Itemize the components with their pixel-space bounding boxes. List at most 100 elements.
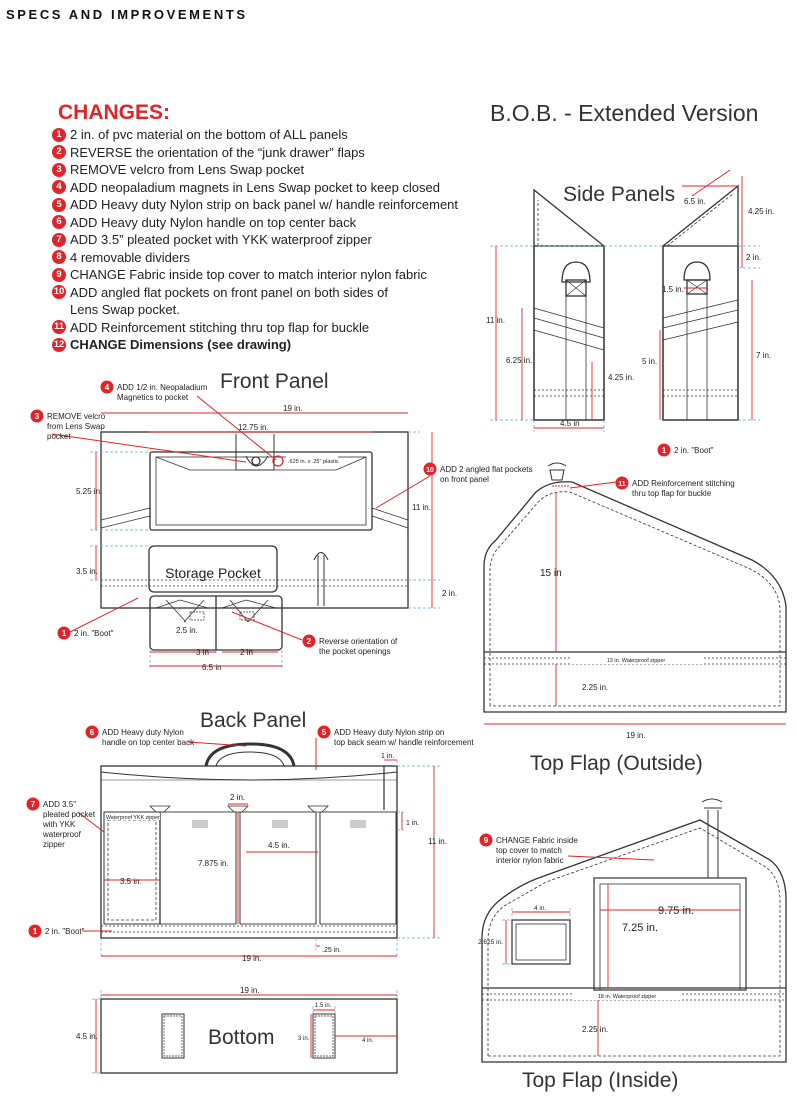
badge-11-text: 11 [618, 481, 626, 488]
callout-1-back: 2 in. "Boot" [45, 927, 85, 936]
badge-11 [615, 476, 629, 490]
bottom-dim-lines [95, 994, 397, 1073]
callout-9-line3: interior nylon fabric [496, 856, 564, 865]
badge-1-front-text: 1 [62, 629, 67, 638]
callout-10-line2: on front panel [440, 475, 489, 484]
storage-pocket-label: Storage Pocket [165, 565, 261, 581]
inside-dim-lines [505, 884, 740, 1056]
change-text: CHANGE Fabric inside top cover to match … [70, 267, 427, 282]
change-item: 4 ADD neopaladium magnets in Lens Swap po… [52, 179, 458, 197]
change-text-line2: Lens Swap pocket. [70, 302, 180, 317]
badge-9 [479, 833, 493, 847]
front-panel-drawing [51, 395, 440, 670]
change-text: 4 removable dividers [70, 249, 190, 265]
dim-flap-15: 15 in [540, 568, 562, 579]
dim-side-1-5: 1.5 in. [662, 285, 684, 294]
dim-inside-2-25: 2.25 in. [582, 1025, 608, 1034]
dim-bottom-4: 4 in. [362, 1038, 374, 1044]
change-text: REMOVE velcro from Lens Swap pocket [70, 162, 305, 177]
back-panel-outline [100, 765, 398, 939]
number-badge: 4 [52, 180, 66, 194]
change-text: ADD Heavy duty Nylon handle on top cente… [70, 214, 357, 230]
badge-1-back-text: 1 [33, 927, 38, 936]
change-text: CHANGE Dimensions (see drawing) [70, 337, 292, 352]
change-item: 12 CHANGE Dimensions (see drawing) [52, 336, 458, 354]
badge-2-text: 2 [307, 637, 312, 646]
badge-4 [100, 380, 114, 394]
top-flap-outside-drawing [483, 462, 787, 725]
change-item: 6 ADD Heavy duty Nylon handle on top cent… [52, 214, 458, 232]
bottom-title: Bottom [208, 1026, 275, 1049]
number-badge: 5 [52, 197, 66, 212]
callout-1-front: 2 in. "Boot" [74, 629, 114, 638]
change-text: ADD neopaladium magnets in Lens Swap poc… [70, 179, 440, 195]
dim-front-12-75: 12.75 in. [238, 423, 269, 432]
dim-side-4-25-top: 4.25 in. [748, 207, 774, 216]
callout-11-line2: thru top flap for buckle [632, 489, 712, 498]
zipper-18-label: 18 in. Waterproof zipper [598, 994, 657, 1000]
dim-side-5: 5 in. [642, 357, 657, 366]
callout-4-line2: Magnetics to pocket [117, 393, 189, 402]
dim-back-1b: 1 in. [406, 820, 419, 827]
dim-side-2: 2 in. [746, 253, 761, 262]
back-panel-title: Back Panel [200, 709, 307, 732]
dim-back-1: 1 in. [381, 753, 394, 760]
number-badge: 6 [52, 215, 66, 229]
dim-inside-2-625: 2.625 in. [478, 939, 503, 946]
dim-bottom-19: 19 in. [240, 986, 260, 995]
inside-dim-guides [502, 908, 571, 965]
change-text-line1: ADD angled flat pockets on front panel o… [70, 284, 388, 300]
callout-badges: 4 3 10 11 1 1 2 6 5 7 1 9 [26, 380, 671, 938]
side-panel-right [662, 184, 739, 421]
badge-2 [302, 634, 316, 648]
main-title: B.O.B. - Extended Version [490, 100, 759, 126]
change-text: 2 in. of pvc material on the bottom of A… [70, 127, 348, 142]
callout-7-line4: waterproof [42, 830, 82, 839]
badge-5 [317, 725, 331, 739]
inner-labels: Storage Pocket 13 in. Waterproof zipper … [106, 459, 665, 1000]
dim-back-4-5: 4.5 in. [268, 841, 290, 850]
number-badge: 3 [52, 162, 66, 177]
callout-texts: ADD 1/2 in. Neopaladium Magnetics to poc… [42, 383, 735, 936]
magnet-size-label: .625 in. x .25" plastic [288, 459, 339, 465]
change-item: 3 REMOVE velcro from Lens Swap pocket [52, 161, 458, 179]
change-text: ADD Heavy duty Nylon strip on back panel… [70, 197, 459, 212]
number-badge: 12 [52, 337, 66, 352]
dim-front-11: 11 in. [412, 503, 431, 512]
callout-6-line2: handle on top center back [102, 738, 195, 747]
side-panel-left [533, 188, 605, 421]
dim-bottom-1-5: 1.5 in. [315, 1003, 332, 1009]
change-text: REVERSE the orientation of the “junk dra… [70, 144, 365, 160]
number-badge: 8 [52, 250, 66, 264]
badge-1-side [657, 443, 671, 457]
dim-back-3-5: 3.5 in. [120, 877, 142, 886]
ykk-zipper-label: Waterproof YKK zipper [106, 815, 160, 821]
dim-front-2b: 2 in [240, 648, 253, 657]
callout-2-line1: Reverse orientation of [319, 637, 398, 646]
callout-7-line2: pleated pocket [43, 810, 96, 819]
dim-back-7-875: 7.875 in. [198, 859, 229, 868]
dim-bottom-4-5: 4.5 in. [76, 1032, 98, 1041]
dim-side-6-5: 6.5 in. [684, 197, 706, 206]
badge-7-text: 7 [31, 800, 36, 809]
change-item: 10 ADD angled flat pockets on front panel… [52, 284, 458, 319]
badge-4-text: 4 [105, 383, 110, 392]
callout-11-line1: ADD Reinforcement stitching [632, 479, 735, 488]
callout-3-line1: REMOVE velcro [47, 412, 106, 421]
number-badge: 11 [52, 320, 66, 334]
callout-9-line2: top cover to match [496, 846, 562, 855]
badge-3-text: 3 [35, 412, 40, 421]
dim-side-4-25: 4.25 in. [608, 373, 634, 382]
front-dim-lines [95, 412, 433, 667]
flap-outside-dim-lines [484, 492, 786, 725]
side-panels-drawing [490, 169, 760, 432]
dim-flap-2-25: 2.25 in. [582, 683, 608, 692]
dim-back-19: 19 in. [242, 954, 262, 963]
badge-7 [26, 797, 40, 811]
number-badge: 10 [52, 285, 66, 299]
callout-7-line1: ADD 3.5" [43, 800, 76, 809]
